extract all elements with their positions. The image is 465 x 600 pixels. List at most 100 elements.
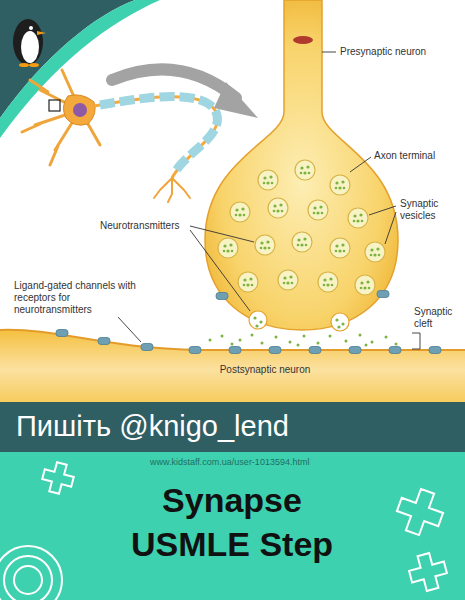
penguin-icon — [13, 19, 46, 67]
postsynaptic-neuron-part — [0, 330, 465, 402]
decor-circles-part — [14, 566, 42, 594]
decor-circles — [0, 546, 62, 600]
decor-circles-part — [0, 546, 62, 600]
neurotransmitter-dots-part — [259, 320, 262, 323]
postsynaptic-neuron-part — [229, 347, 241, 354]
vesicle-group-part — [330, 238, 350, 258]
vesicle-group-part — [268, 198, 288, 218]
leader-lines-part — [190, 230, 250, 311]
vesicle-group-part — [255, 235, 275, 255]
neurotransmitter-dots-part — [297, 344, 300, 347]
postsynaptic-neuron-part — [189, 347, 201, 354]
watermark: www.kidstaff.com.ua/user-1013594.html — [150, 456, 460, 468]
banner-band: Пишіть @knigo_lend — [0, 402, 465, 452]
decor-crosses-part — [392, 484, 448, 540]
penguin-icon-part — [21, 31, 39, 63]
vesicle-group-part — [355, 275, 375, 295]
neurotransmitter-dots-part — [371, 341, 374, 344]
title-text: Synapse USMLE Step — [112, 478, 352, 566]
leader-lines-part — [118, 317, 141, 342]
vesicle-group-part — [308, 200, 328, 220]
presynaptic-terminal-part — [331, 313, 349, 331]
neurotransmitter-dots-part — [395, 343, 398, 346]
vesicle-group-part — [295, 160, 315, 180]
neurotransmitter-dots-part — [365, 344, 368, 347]
part-label: Ligand-gated channels with receptors for… — [14, 280, 139, 316]
neurotransmitter-dots-part — [337, 325, 340, 328]
neurotransmitter-dots-part — [221, 335, 224, 338]
decor-circles-part — [4, 556, 52, 600]
neurotransmitter-dots-part — [251, 334, 254, 337]
neuron-icon-part — [22, 70, 100, 165]
vesicle-group-part — [258, 170, 278, 190]
neuron-icon-part — [63, 95, 95, 125]
part-label: Synaptic vesicles — [400, 198, 458, 222]
vesicle-group-part — [365, 242, 385, 262]
postsynaptic-neuron-part — [309, 347, 321, 354]
leader-lines-part — [385, 212, 396, 244]
penguin-icon-part — [37, 31, 46, 35]
postsynaptic-neuron-part — [389, 347, 401, 354]
postsynaptic-neuron-part — [429, 347, 441, 354]
neuron-icon-part — [49, 100, 60, 111]
presynaptic-terminal-part — [216, 293, 228, 300]
decor-crosses-part — [40, 460, 77, 497]
leader-lines-part — [322, 52, 336, 53]
neuron-icon-part — [154, 178, 190, 202]
part-label: Synaptic cleft — [414, 306, 462, 330]
decor-crosses — [40, 460, 450, 594]
postsynaptic-neuron-part — [98, 338, 110, 345]
vesicle-group-part — [292, 232, 312, 252]
vesicle-group-part — [330, 175, 350, 195]
zoom-arrow-part — [214, 82, 258, 118]
vesicle-group-part — [218, 238, 238, 258]
neurotransmitter-dots-part — [329, 335, 332, 338]
neurotransmitter-dots-part — [209, 339, 212, 342]
zoom-arrow — [112, 69, 258, 118]
neurotransmitter-dots-part — [317, 342, 320, 345]
vesicle-group-part — [318, 272, 338, 292]
leader-lines-part — [350, 157, 371, 172]
part-label: Neurotransmitters — [100, 220, 190, 232]
neuron-icon-part — [94, 97, 217, 178]
penguin-icon-part — [29, 63, 39, 67]
neurotransmitter-dots-part — [341, 322, 344, 325]
neurotransmitter-dots — [209, 316, 398, 346]
part-label: Postsynaptic neuron — [185, 364, 345, 376]
leader-lines-part — [190, 226, 254, 242]
presynaptic-terminal-part — [293, 36, 313, 44]
neuron-icon-part — [100, 97, 217, 174]
neurotransmitter-dots-part — [345, 340, 348, 343]
penguin-icon-part — [19, 63, 29, 67]
neurotransmitter-dots-part — [335, 318, 338, 321]
vesicle-group — [218, 160, 385, 295]
neurotransmitter-dots-part — [253, 316, 256, 319]
decor-crosses-part — [406, 550, 450, 594]
leader-lines-part — [412, 333, 420, 349]
neurotransmitter-dots-part — [275, 336, 278, 339]
presynaptic-terminal-part — [249, 311, 267, 329]
part-label: Axon terminal — [374, 150, 459, 162]
postsynaptic-neuron-part — [349, 347, 361, 354]
presynaptic-terminal-part — [377, 291, 389, 298]
neurotransmitter-dots-part — [385, 336, 388, 339]
bottom-panel — [0, 452, 465, 600]
postsynaptic-neuron-part — [269, 347, 281, 354]
vesicle-group-part — [238, 272, 258, 292]
vesicle-group-part — [348, 208, 368, 228]
neurotransmitter-dots-part — [303, 335, 306, 338]
neurotransmitter-dots-part — [239, 339, 242, 342]
postsynaptic-neuron-part — [56, 330, 68, 337]
zoom-arrow-part — [112, 69, 236, 98]
leader-lines-part — [369, 206, 396, 215]
penguin-icon-part — [29, 26, 33, 30]
postsynaptic-neuron — [0, 330, 465, 403]
penguin-icon-part — [13, 19, 43, 65]
vesicle-group-part — [278, 270, 298, 290]
neurotransmitter-dots-part — [289, 341, 292, 344]
part-label: Presynaptic neuron — [340, 46, 450, 58]
postsynaptic-neuron-part — [141, 344, 153, 351]
neuron-icon — [22, 70, 217, 202]
vesicle-group-part — [230, 202, 250, 222]
